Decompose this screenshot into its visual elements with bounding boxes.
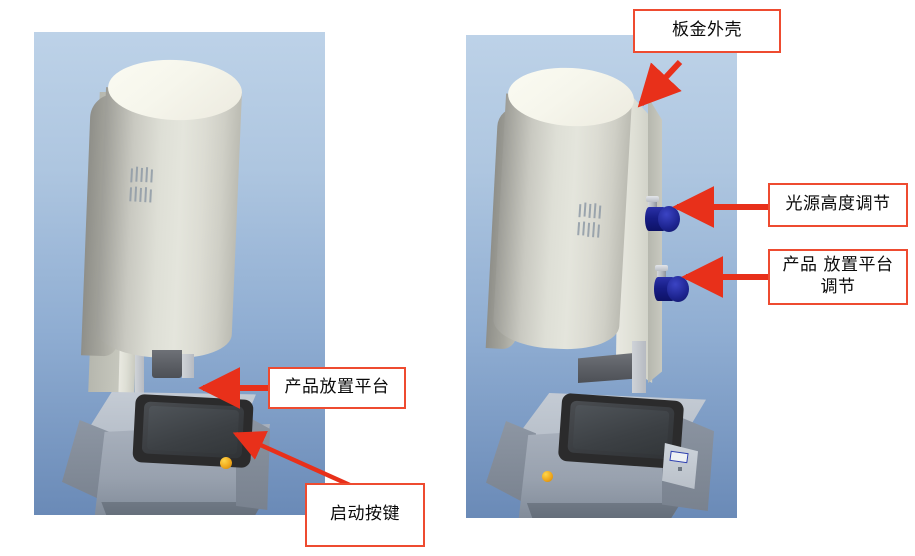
callout-sheet-metal-housing: 板金外壳 xyxy=(633,9,781,53)
ventilation-slots xyxy=(129,166,157,209)
product-platform-surface xyxy=(146,405,240,455)
control-readout-panel xyxy=(662,443,698,489)
callout-product-platform: 产品放置平台 xyxy=(268,367,406,409)
lens-mount xyxy=(182,354,194,378)
platform-adjust-knob-face[interactable] xyxy=(667,276,689,302)
product-platform-surface xyxy=(572,404,670,456)
lens-carriage xyxy=(578,353,634,383)
callout-light-height-adjust: 光源高度调节 xyxy=(768,183,908,227)
light-height-knob-face[interactable] xyxy=(658,206,680,232)
light-height-clamp-cap xyxy=(646,196,659,202)
machine-angled-scene xyxy=(466,35,737,518)
machine-front-scene xyxy=(34,32,325,515)
platform-adjust-clamp xyxy=(657,269,666,283)
callout-start-button: 启动按键 xyxy=(305,483,425,547)
start-button-indicator[interactable] xyxy=(542,471,553,482)
lens-barrel xyxy=(152,350,182,378)
start-button-indicator[interactable] xyxy=(220,457,232,469)
ventilation-slots xyxy=(577,202,606,246)
cylinder-housing xyxy=(492,93,632,353)
base-bottom-skirt xyxy=(526,503,681,518)
machine-angled-view-image xyxy=(466,35,737,518)
carriage-rail xyxy=(632,341,646,393)
cylinder-housing xyxy=(94,87,242,361)
base-bottom-skirt xyxy=(101,502,263,515)
platform-adjust-clamp-cap xyxy=(655,265,668,271)
callout-platform-adjust: 产品 放置平台 调节 xyxy=(768,249,908,305)
machine-front-view-image xyxy=(34,32,325,515)
readout-indicator-dot xyxy=(678,467,682,471)
housing-side-return xyxy=(648,97,662,383)
